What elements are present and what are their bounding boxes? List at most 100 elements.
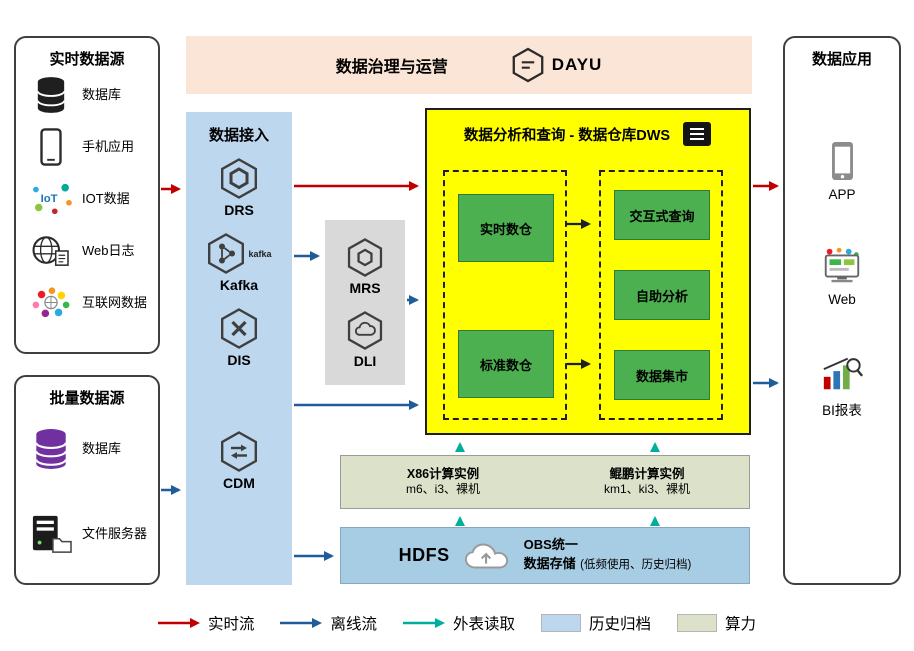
source-item-weblog: Web日志 (16, 225, 158, 277)
phone-icon (28, 128, 74, 166)
app-item-bi: BI报表 (785, 353, 899, 419)
x86-models: m6、i3、裸机 (405, 482, 480, 497)
node-self-service-analysis: 自助分析 (614, 270, 710, 320)
app-label: BI报表 (822, 403, 862, 418)
node-data-mart: 数据集市 (614, 350, 710, 400)
x86-title: X86计算实例 (406, 467, 480, 482)
legend: 实时流 离线流 外表读取 历史归档 算力 (0, 612, 914, 634)
node-realtime-warehouse: 实时数仓 (458, 194, 554, 262)
service-kafka: kafka Kafka (206, 232, 272, 293)
service-label: DIS (227, 352, 251, 368)
dws-title: 数据分析和查询 - 数据仓库DWS (463, 127, 671, 144)
source-label: IOT数据 (82, 190, 130, 206)
legend-compute: 算力 (677, 612, 756, 634)
ingestion-title: 数据接入 (208, 127, 269, 144)
source-item-mobile: 手机应用 (16, 121, 158, 173)
source-item-database: 数据库 (16, 69, 158, 121)
cdm-hexagon-icon (221, 431, 257, 472)
governance-title: 数据治理与运营 (335, 59, 448, 76)
service-label: CDM (223, 475, 255, 491)
legend-label: 算力 (725, 616, 757, 633)
storage-panel: HDFS OBS统一 数据存储 (低频使用、历史归档) (340, 527, 750, 584)
internet-data-icon (28, 286, 74, 320)
x86-compute-cell: X86计算实例 m6、i3、裸机 (341, 466, 545, 498)
dws-panel: 数据分析和查询 - 数据仓库DWS 实时数仓 标准数仓 交互式查询 自助分析 数… (425, 108, 751, 435)
service-label: MRS (349, 279, 381, 296)
service-label: Kafka (219, 277, 259, 293)
source-item-file-server: 文件服务器 (16, 494, 158, 574)
source-label: 数据库 (82, 440, 122, 456)
source-label: 数据库 (82, 86, 122, 102)
kafka-hexagon-icon (208, 233, 245, 274)
source-label: Web日志 (82, 242, 135, 258)
legend-label: 历史归档 (589, 616, 652, 633)
legend-label: 离线流 (330, 616, 377, 633)
service-dli: DLI (346, 310, 384, 369)
legend-label: 外表读取 (452, 616, 515, 633)
node-standard-warehouse: 标准数仓 (458, 330, 554, 398)
source-item-internet: 互联网数据 (16, 277, 158, 329)
service-drs: DRS (219, 157, 259, 218)
mrs-hexagon-icon (347, 237, 383, 277)
iot-icon: IoT (28, 182, 74, 216)
compute-swatch (677, 614, 718, 632)
service-label: DLI (353, 352, 377, 369)
obs-note: (低频使用、历史归档) (580, 558, 692, 571)
drs-hexagon-icon (221, 158, 257, 199)
app-label: Web (828, 292, 856, 307)
obs-line2: 数据存储 (523, 555, 576, 571)
archive-swatch (541, 614, 581, 632)
node-interactive-query: 交互式查询 (614, 190, 710, 240)
database-icon (28, 76, 74, 114)
web-log-icon (28, 234, 74, 268)
legend-archive: 历史归档 (541, 612, 651, 634)
dayu-hexagon-icon (512, 47, 544, 83)
legend-external-read: 外表读取 (402, 612, 515, 634)
service-label: DRS (224, 202, 254, 218)
obs-cloud-icon (464, 543, 508, 568)
governance-banner: 数据治理与运营 DAYU (186, 36, 752, 94)
service-mrs: MRS (346, 237, 384, 296)
legend-label: 实时流 (207, 616, 255, 633)
realtime-sources-title: 实时数据源 (49, 51, 125, 68)
kunpeng-title: 鲲鹏计算实例 (609, 467, 685, 482)
app-label: APP (828, 187, 856, 202)
svg-text:IoT: IoT (41, 193, 58, 205)
kafka-wordmark: kafka (248, 248, 272, 259)
web-monitor-icon (824, 247, 860, 283)
kunpeng-models: km1、ki3、裸机 (603, 482, 690, 497)
dayu-logo: DAYU (512, 47, 603, 83)
teal-arrow-icon (402, 618, 445, 628)
ingestion-panel: 数据接入 DRS kafka Kafka (186, 112, 292, 585)
bi-report-icon (823, 357, 864, 390)
obs-storage-text: OBS统一 数据存储 (低频使用、历史归档) (524, 537, 692, 575)
source-item-batch-database: 数据库 (16, 414, 158, 484)
service-dis: DIS (219, 307, 259, 368)
dli-hexagon-icon (347, 310, 383, 350)
red-arrow-icon (157, 618, 200, 628)
dws-report-icon (683, 122, 712, 146)
batch-sources-panel: 批量数据源 数据库 文件服务器 (14, 375, 160, 585)
hdfs-label: HDFS (398, 545, 450, 565)
legend-realtime-flow: 实时流 (157, 612, 255, 634)
obs-line1: OBS统一 (523, 536, 578, 552)
analysis-group: 交互式查询 自助分析 数据集市 (599, 170, 723, 420)
database-purple-icon (28, 428, 74, 470)
source-item-iot: IoT IOT数据 (16, 173, 158, 225)
app-item-web: Web (785, 246, 899, 307)
file-server-icon (28, 514, 74, 554)
app-phone-icon (831, 141, 853, 181)
batch-sources-title: 批量数据源 (49, 390, 125, 407)
applications-title: 数据应用 (811, 51, 872, 68)
legend-offline-flow: 离线流 (280, 612, 377, 634)
realtime-sources-panel: 实时数据源 数据库 手机应用 (14, 36, 160, 354)
processing-panel: MRS DLI (325, 220, 405, 385)
source-label: 文件服务器 (82, 525, 148, 541)
applications-panel: 数据应用 APP Web (783, 36, 901, 585)
blue-arrow-icon (280, 618, 323, 628)
source-label: 手机应用 (82, 138, 135, 154)
dis-hexagon-icon (221, 308, 257, 349)
dayu-label: DAYU (551, 55, 603, 74)
warehouse-group: 实时数仓 标准数仓 (443, 170, 567, 420)
